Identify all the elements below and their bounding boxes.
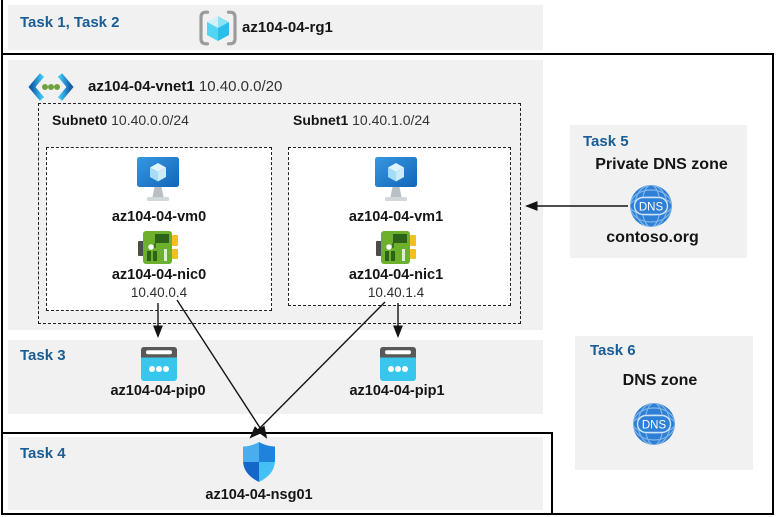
- subnet0-cidr: 10.40.0.0/24: [111, 112, 189, 128]
- task12-band: [8, 5, 543, 50]
- pip0-icon: [141, 347, 177, 381]
- task5-label: Task 5: [583, 133, 629, 150]
- task6-box: [575, 336, 753, 470]
- pip1-label: az104-04-pip1: [349, 383, 445, 399]
- task3-band: [8, 340, 543, 414]
- dns-icon-text: DNS: [642, 420, 667, 432]
- vm1-icon: [375, 157, 417, 201]
- vm0-label: az104-04-vm0: [111, 209, 207, 225]
- task6-label: Task 6: [590, 342, 636, 359]
- vnet-cidr: 10.40.0.0/20: [198, 78, 283, 95]
- nic1-label: az104-04-nic1: [348, 267, 444, 283]
- task3-label: Task 3: [20, 347, 66, 364]
- resource-group-name: az104-04-rg1: [242, 19, 333, 36]
- task4-band: [8, 437, 543, 510]
- pip1-icon: [380, 347, 416, 381]
- vm0-icon: [137, 157, 179, 201]
- nic0-label: az104-04-nic0: [111, 267, 207, 283]
- dns-zone-title: DNS zone: [622, 372, 698, 389]
- main-box-border: [1, 53, 774, 515]
- subnet0-header: Subnet0 10.40.0.0/24: [52, 112, 189, 128]
- private-dns-zone-icon: DNS: [630, 185, 672, 227]
- private-dns-zone-name: contoso.org: [606, 229, 699, 246]
- dns-zone-icon: DNS: [633, 403, 675, 445]
- subnet1-cidr: 10.40.1.0/24: [352, 112, 430, 128]
- dns-icon-text: DNS: [639, 202, 664, 214]
- subnet1-name: Subnet1: [293, 112, 349, 128]
- nic1-ip: 10.40.1.4: [367, 285, 425, 300]
- private-dns-zone-title: Private DNS zone: [595, 156, 728, 173]
- nsg-label: az104-04-nsg01: [205, 487, 313, 503]
- task4-divider-horizontal: [1, 432, 553, 434]
- task12-label: Task 1, Task 2: [20, 14, 120, 31]
- vm1-label: az104-04-vm1: [348, 209, 444, 225]
- task4-divider-vertical: [551, 432, 553, 514]
- left-border-strip: [1, 0, 3, 53]
- vnet-icon: [28, 73, 74, 101]
- pip0-label: az104-04-pip0: [110, 383, 206, 399]
- task4-label: Task 4: [20, 445, 66, 462]
- nic1-icon: [376, 231, 416, 264]
- subnet0-name: Subnet0: [52, 112, 108, 128]
- nic0-ip: 10.40.0.4: [130, 285, 188, 300]
- vnet-title: az104-04-vnet1 10.40.0.0/20: [88, 78, 282, 95]
- nsg-shield-icon: [243, 442, 275, 482]
- vnet-name: az104-04-vnet1: [88, 78, 195, 95]
- nic0-icon: [138, 231, 178, 264]
- subnet1-header: Subnet1 10.40.1.0/24: [293, 112, 430, 128]
- resource-group-icon: [199, 10, 237, 46]
